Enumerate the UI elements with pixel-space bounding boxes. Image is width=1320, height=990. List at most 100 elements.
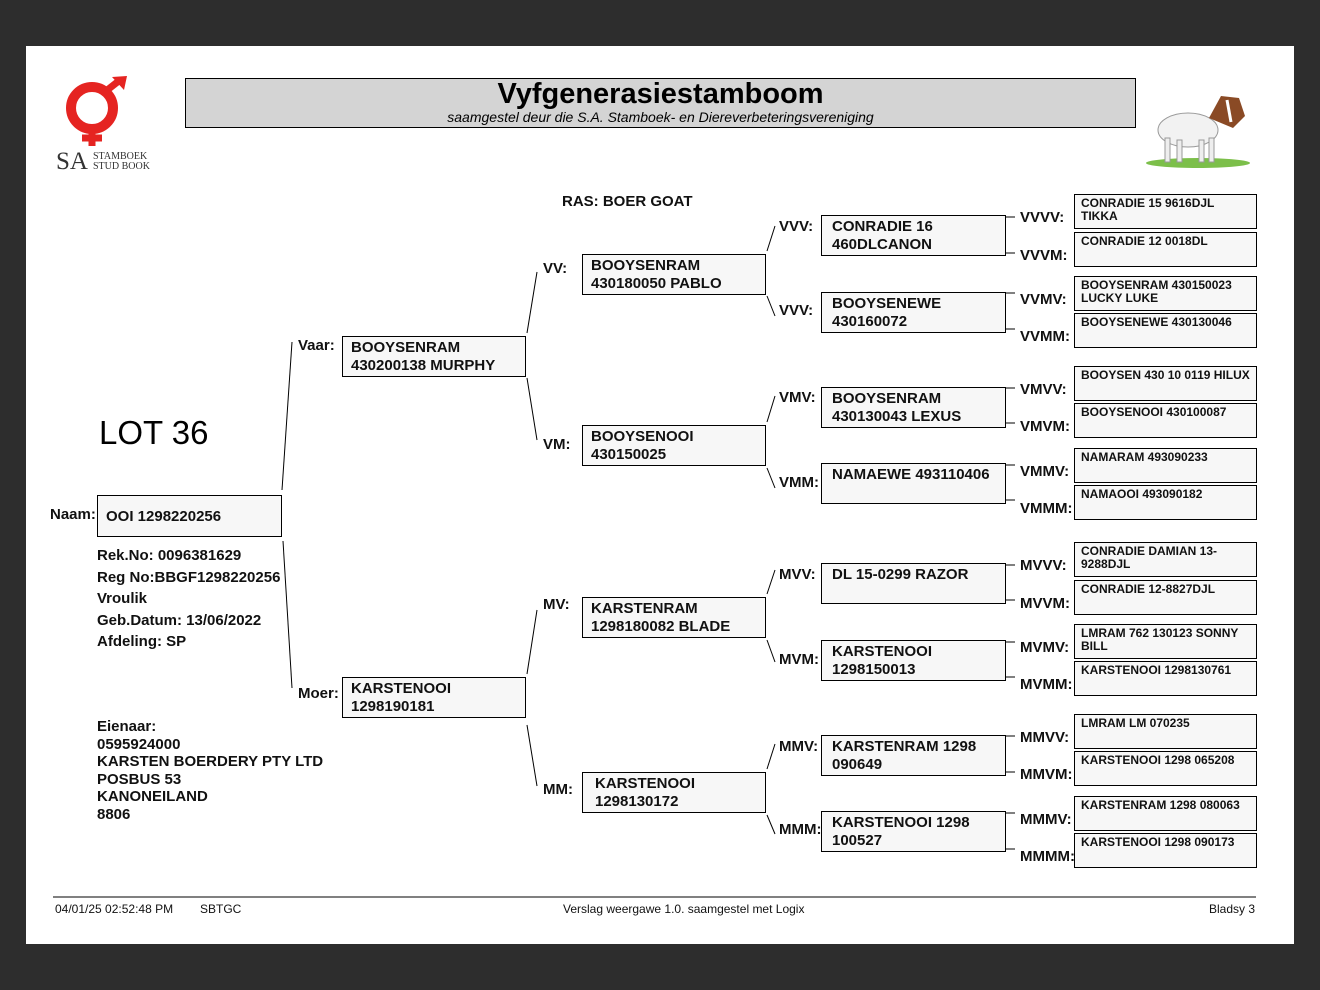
gen3-label: VVV: <box>779 218 814 235</box>
owner-line: 0595924000 <box>97 735 181 753</box>
animal-name: KARSTENOOI 1298 090173 <box>1081 835 1235 849</box>
gen4-ancestor-box[interactable]: NAMAOOI 493090182 <box>1074 485 1257 520</box>
gen4-ancestor-box[interactable]: KARSTENRAM 1298 080063 <box>1074 796 1257 831</box>
animal-name: LMRAM 762 130123 SONNY BILL <box>1081 626 1239 653</box>
boer-goat-image-icon <box>1146 96 1250 168</box>
animal-name-line: 430150025 <box>591 446 667 463</box>
gen2-label: MM: <box>543 781 573 798</box>
gen3-label: MVM: <box>779 651 819 668</box>
gen4-label: MMMM: <box>1020 848 1075 865</box>
animal-name: BOOYSEN 430 10 0119 HILUX <box>1081 368 1250 382</box>
animal-name-line: NAMAEWE 493110406 <box>832 466 990 483</box>
gen4-label: MMVV: <box>1020 729 1070 746</box>
animal-name: LMRAM LM 070235 <box>1081 716 1190 730</box>
footer-page-number: Bladsy 3 <box>1209 902 1256 916</box>
owner-line: KANONEILAND <box>97 788 208 805</box>
animal-name-line: 430160072 <box>832 313 908 330</box>
animal-name: CONRADIE 12-8827DJL <box>1081 582 1216 596</box>
gen3-label: VMM: <box>779 474 819 491</box>
gen3-ancestor-box[interactable]: DL 15-0299 RAZOR <box>821 563 1006 604</box>
animal-name: NAMAOOI 493090182 <box>1081 487 1203 501</box>
gen4-label: MVVV: <box>1020 557 1067 574</box>
gen4-ancestor-box[interactable]: BOOYSENRAM 430150023 LUCKY LUKE <box>1074 276 1257 311</box>
animal-name-line: KARSTENRAM <box>591 600 698 617</box>
animal-name-line: 1298150013 <box>832 661 916 678</box>
name-label: Naam: <box>50 506 96 523</box>
reg-no: Reg No:BBGF1298220256 <box>97 568 281 586</box>
gen4-ancestor-box[interactable]: BOOYSENOOI 430100087 <box>1074 403 1257 438</box>
gen4-ancestor-box[interactable]: BOOYSEN 430 10 0119 HILUX <box>1074 366 1257 401</box>
owner-details: Eienaar: 0595924000 KARSTEN BOERDERY PTY… <box>97 718 323 823</box>
animal-name-line: BOOYSENRAM <box>351 339 461 356</box>
owner-line: KARSTEN BOERDERY PTY LTD <box>97 753 324 770</box>
gen4-ancestor-box[interactable]: LMRAM 762 130123 SONNY BILL <box>1074 624 1257 659</box>
gen4-label: VMVM: <box>1020 418 1070 435</box>
gen4-ancestor-box[interactable]: LMRAM LM 070235 <box>1074 714 1257 749</box>
animal-name: KARSTENRAM 1298 080063 <box>1081 798 1240 812</box>
gen4-label: MMMV: <box>1020 811 1072 828</box>
birth-date: Geb.Datum: 13/06/2022 <box>97 611 262 629</box>
gen4-label: VVMM: <box>1020 328 1070 345</box>
animal-name-line: 1298130172 <box>595 793 679 810</box>
gen4-label: VMVV: <box>1020 381 1067 398</box>
animal-details: Rek.No: 0096381629 Reg No:BBGF1298220256… <box>97 545 280 653</box>
animal-name-line: 430130043 LEXUS <box>832 408 962 425</box>
gen4-ancestor-box[interactable]: CONRADIE 12 0018DL <box>1074 232 1257 267</box>
animal-name-line: DL 15-0299 RAZOR <box>832 566 969 583</box>
animal-name-line: CONRADIE 16 <box>832 218 933 235</box>
subject-animal-box[interactable]: OOI 1298220256 <box>97 495 282 537</box>
page-title: Vyfgenerasiestamboom <box>497 78 824 110</box>
gen4-ancestor-box[interactable]: KARSTENOOI 1298130761 <box>1074 661 1257 696</box>
sa-studbook-logo-icon <box>66 76 127 146</box>
gen4-ancestor-box[interactable]: CONRADIE 15 9616DJL TIKKA <box>1074 194 1257 229</box>
gen4-label: VVMV: <box>1020 291 1067 308</box>
animal-name: CONRADIE 12 0018DL <box>1081 234 1208 248</box>
lot-number: LOT 36 <box>99 414 209 451</box>
breed-label: RAS: BOER GOAT <box>562 193 693 210</box>
owner-label: Eienaar: <box>97 718 157 735</box>
animal-name-line: KARSTENOOI 1298 <box>832 814 970 831</box>
gen1-label: Vaar: <box>298 337 335 354</box>
footer-code: SBTGC <box>200 902 242 916</box>
animal-name: BOOYSENEWE 430130046 <box>1081 315 1232 329</box>
animal-name-line: 430180050 PABLO <box>591 275 722 292</box>
animal-name: CONRADIE DAMIAN 13-9288DJL <box>1081 544 1218 571</box>
gen4-label: MVMM: <box>1020 676 1073 693</box>
gen3-label: MMV: <box>779 738 819 755</box>
owner-line: 8806 <box>97 805 131 823</box>
animal-name-line: KARSTENOOI <box>351 680 452 697</box>
animal-name: NAMARAM 493090233 <box>1081 450 1208 464</box>
gen4-ancestor-box[interactable]: KARSTENOOI 1298 065208 <box>1074 751 1257 786</box>
animal-name-line: BOOYSENOOI <box>591 428 694 445</box>
gen4-ancestor-box[interactable]: CONRADIE 12-8827DJL <box>1074 580 1257 615</box>
animal-name: CONRADIE 15 9616DJL TIKKA <box>1081 196 1215 223</box>
gen4-ancestor-box[interactable]: NAMARAM 493090233 <box>1074 448 1257 483</box>
gen4-ancestor-box[interactable]: KARSTENOOI 1298 090173 <box>1074 833 1257 868</box>
animal-name-line: 430200138 MURPHY <box>351 357 496 374</box>
gen4-label: MVMV: <box>1020 639 1070 656</box>
gen4-label: VMMV: <box>1020 463 1070 480</box>
animal-name: KARSTENOOI 1298130761 <box>1081 663 1232 677</box>
gen4-ancestor-box[interactable]: BOOYSENEWE 430130046 <box>1074 313 1257 348</box>
gen3-ancestor-box[interactable]: NAMAEWE 493110406 <box>821 463 1006 504</box>
gen2-label: VM: <box>543 436 571 453</box>
logo-sa-text: SA <box>56 148 88 175</box>
gen2-label: VV: <box>543 260 568 277</box>
gen4-ancestor-box[interactable]: CONRADIE DAMIAN 13-9288DJL <box>1074 542 1257 577</box>
animal-name-line: BOOYSENEWE <box>832 295 942 312</box>
animal-name: BOOYSENRAM 430150023 LUCKY LUKE <box>1081 278 1232 305</box>
